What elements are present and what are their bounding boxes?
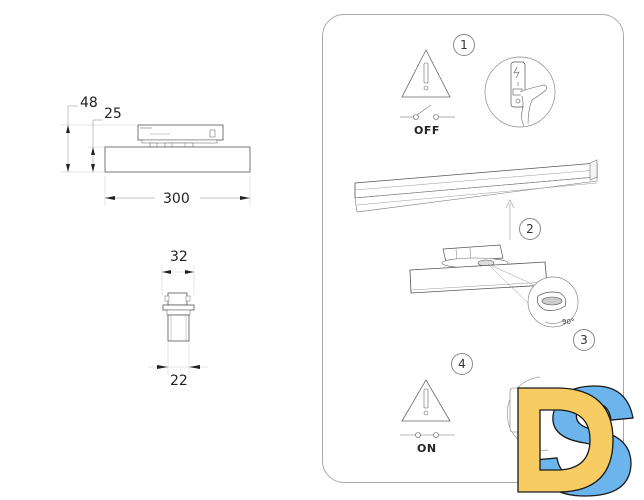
step-number-1: 1 [453,34,475,56]
step-number-2: 2 [519,218,541,240]
rotation-angle-label: 90° [562,318,575,326]
side-view-drawing: 48 25 300 [0,0,320,500]
dim-adapter-width: 32 [170,249,188,265]
warning-triangle-icon-step1 [401,49,451,98]
end-view-lines [148,265,208,375]
dim-body-height: 25 [104,106,122,122]
rotate-adapter-detail-icon [527,276,579,328]
track-rail-illustration [354,159,598,213]
warning-triangle-icon-step4 [401,379,451,422]
step-number-4: 4 [451,353,473,375]
dim-total-height: 48 [80,95,98,111]
arrow-up-icon [505,199,515,240]
ds-watermark-logo [515,378,640,498]
step-number-3: 3 [573,329,595,351]
luminaire-with-adapter-illustration [409,244,548,311]
dim-length: 300 [163,191,190,207]
switch-on-label: ON [417,442,437,455]
side-view-lines [60,105,251,206]
ds-logo-icon [517,385,634,497]
switch-closed-icon [400,432,455,438]
dim-body-width: 22 [170,373,188,389]
switch-off-label: OFF [414,124,440,137]
finger-pressing-switch-icon [484,56,556,128]
end-view-drawing: 32 22 [0,0,320,500]
switch-open-icon [400,104,455,120]
